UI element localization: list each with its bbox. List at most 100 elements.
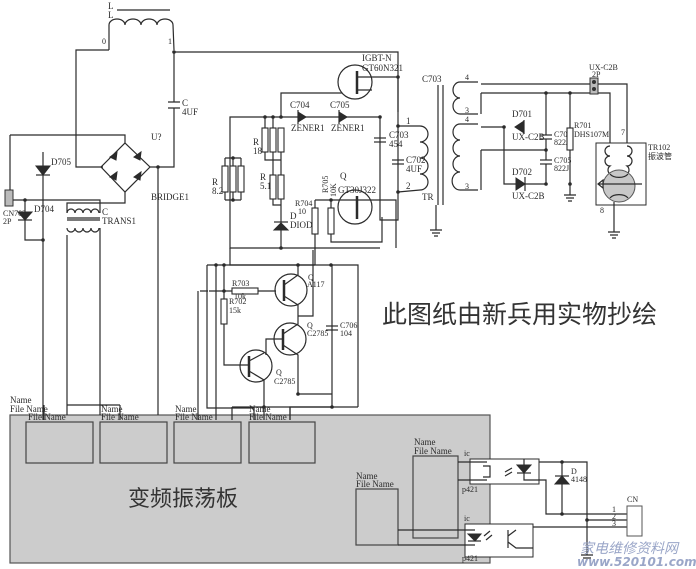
svg-text:p421: p421	[462, 554, 478, 563]
resistor-r705: R705 10K	[321, 176, 383, 243]
watermark-url: www.520101.com	[577, 555, 696, 569]
module-6-file: File Name	[356, 479, 394, 489]
svg-text:R702: R702	[229, 297, 246, 306]
module-3-name: Name	[175, 404, 197, 414]
svg-text:822J: 822J	[554, 138, 569, 147]
potentiometer-r701: R701 DHS107M	[566, 121, 609, 151]
cap-c704: C704 822J	[540, 130, 571, 147]
inductor-l: L L 0 1	[102, 1, 175, 51]
svg-text:ZENER1: ZENER1	[291, 123, 325, 133]
jumper-2p: UX-C2B 2P	[589, 63, 618, 95]
svg-text:UX-C2B: UX-C2B	[512, 191, 545, 201]
diode-4148: D 4148	[539, 460, 588, 526]
bridge-rectifier: U? BRIDGE1	[100, 132, 189, 202]
svg-text:U?: U?	[151, 132, 162, 142]
svg-text:C2785: C2785	[307, 329, 328, 338]
board-outer-file: File Name	[10, 404, 48, 414]
svg-text:C2785: C2785	[274, 377, 295, 386]
svg-text:C705: C705	[554, 156, 571, 165]
svg-text:10k: 10k	[234, 292, 246, 301]
module-4-name: Name	[249, 404, 271, 414]
svg-text:0: 0	[102, 37, 106, 46]
svg-text:ic: ic	[464, 514, 470, 523]
svg-text:ZENER1: ZENER1	[331, 123, 365, 133]
svg-text:D: D	[290, 211, 297, 221]
svg-text:C704: C704	[554, 130, 571, 139]
transistor-qc-c2785: Q C2785	[239, 349, 295, 407]
module-1-file: File Name	[28, 412, 66, 422]
igbt-gt60n321: IGBT-N GT60N321	[280, 53, 403, 117]
svg-text:454: 454	[389, 139, 403, 149]
module-6-name: Name	[356, 471, 378, 481]
diode-d: D DIODE	[272, 211, 318, 250]
svg-text:D702: D702	[512, 167, 532, 177]
svg-text:A117: A117	[307, 280, 324, 289]
svg-text:R701: R701	[574, 121, 591, 130]
module-6: Name File Name	[355, 471, 399, 546]
svg-text:10: 10	[298, 207, 306, 216]
svg-text:振波管: 振波管	[648, 151, 672, 161]
transformer-tr: 1 2 TR	[396, 85, 444, 205]
svg-text:R705: R705	[321, 176, 330, 193]
module-3: Name File Name	[173, 404, 242, 464]
svg-text:R704: R704	[295, 199, 312, 208]
svg-text:UX-C2B: UX-C2B	[589, 63, 618, 72]
svg-text:Q: Q	[307, 321, 313, 330]
svg-text:5.1: 5.1	[260, 181, 271, 191]
svg-text:1: 1	[406, 116, 411, 126]
svg-text:D705: D705	[51, 157, 71, 167]
svg-text:CN702: CN702	[3, 209, 26, 218]
svg-text:2P: 2P	[592, 70, 601, 79]
optocoupler-ic2: ic p421	[398, 514, 534, 563]
module-1: File Name	[25, 412, 94, 464]
svg-text:Q: Q	[340, 171, 347, 181]
diode-d701: D701 UX-C2B	[512, 109, 545, 142]
transistor-q-gt30j322: Q GT30J322	[337, 171, 376, 225]
resistor-r703: R703 10k	[231, 279, 276, 301]
svg-text:R703: R703	[232, 279, 249, 288]
svg-text:TR: TR	[422, 192, 434, 202]
connector-cn702: CN702 2P	[3, 135, 26, 226]
svg-text:2P: 2P	[3, 217, 12, 226]
svg-text:18: 18	[253, 146, 263, 156]
svg-text:3: 3	[465, 182, 469, 191]
board-outer-name: Name	[10, 395, 32, 405]
module-3-file: File Name	[175, 412, 213, 422]
magnetron-tr102: 7 8 TR102 振波管	[595, 128, 672, 239]
svg-text:C702: C702	[406, 155, 426, 165]
svg-text:4148: 4148	[571, 475, 587, 484]
svg-text:ic: ic	[464, 449, 470, 458]
svg-text:8: 8	[600, 206, 604, 215]
svg-text:104: 104	[340, 329, 352, 338]
transistor-qa-a117: Q A117	[274, 265, 324, 316]
svg-text:D704: D704	[34, 204, 54, 214]
svg-text:2: 2	[406, 181, 411, 191]
svg-text:R: R	[260, 172, 266, 182]
svg-text:1: 1	[612, 505, 616, 514]
module-2: Name File Name	[99, 404, 168, 464]
svg-text:R: R	[253, 137, 259, 147]
resistor-r82-bank: R 8.2	[212, 156, 245, 202]
cap-main-ref: C	[182, 98, 188, 108]
svg-text:4UF: 4UF	[406, 164, 422, 174]
svg-text:1: 1	[168, 37, 172, 46]
svg-text:L: L	[108, 10, 114, 20]
module-5-name: Name	[414, 437, 436, 447]
module-5-file: File Name	[414, 446, 452, 456]
transformer-trans1: C TRANS1	[66, 199, 136, 415]
svg-text:GT30J322: GT30J322	[338, 185, 376, 195]
svg-text:GT60N321: GT60N321	[362, 63, 403, 73]
svg-text:C705: C705	[330, 100, 350, 110]
svg-text:L: L	[108, 1, 114, 11]
cap-c702: C702 4UF	[392, 155, 426, 174]
cap-c705: C705 822J	[540, 156, 571, 173]
svg-text:R: R	[212, 177, 218, 187]
zener-c705: C705 ZENER1	[330, 100, 365, 133]
svg-text:C704: C704	[290, 100, 310, 110]
svg-text:3: 3	[612, 519, 616, 528]
module-2-name: Name	[101, 404, 123, 414]
svg-text:IGBT-N: IGBT-N	[362, 53, 392, 63]
svg-text:TR102: TR102	[648, 143, 670, 152]
svg-text:822J: 822J	[554, 164, 569, 173]
